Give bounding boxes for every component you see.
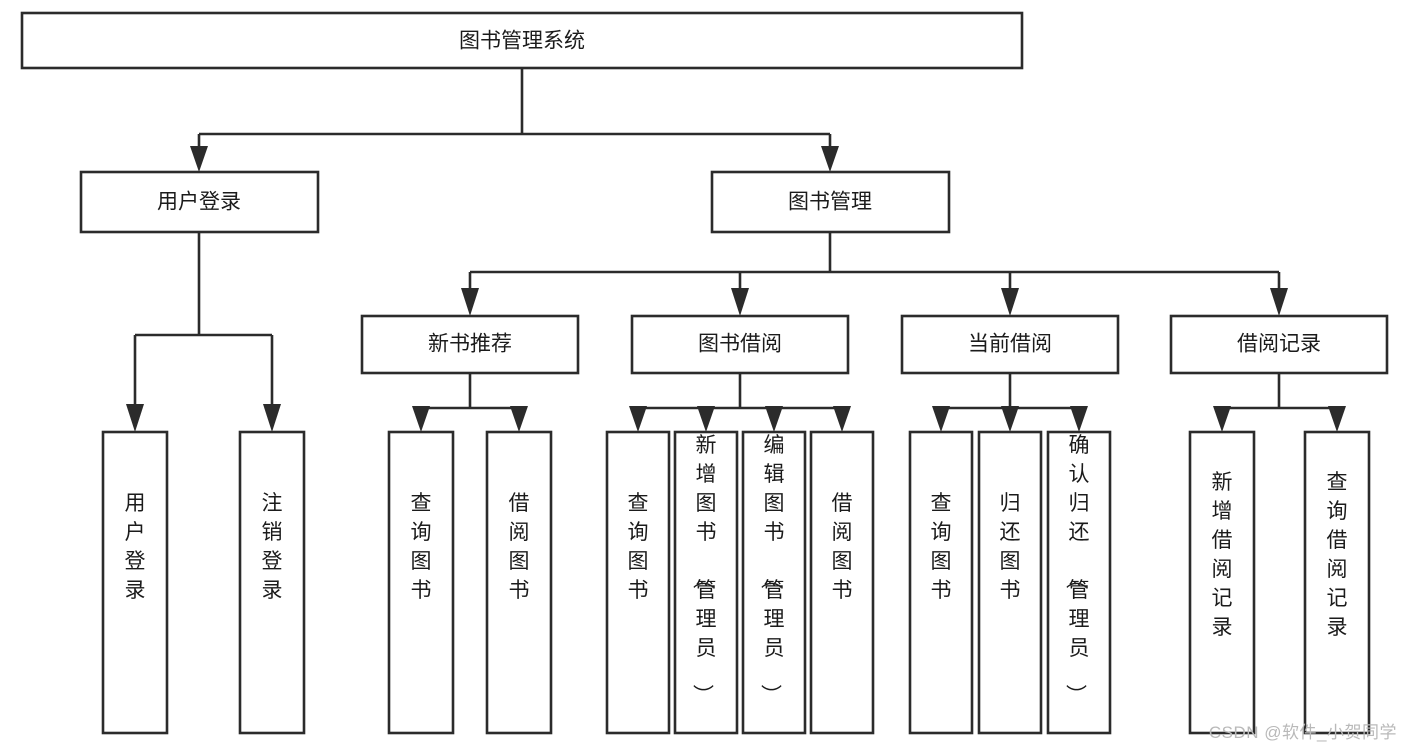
- leaf-user-login-box[interactable]: [101, 430, 169, 735]
- arrow-borrow-leaf-1: [697, 406, 715, 432]
- leaf-query-book-newbook-box[interactable]: [387, 430, 455, 735]
- leaf-borrow-book-borrow[interactable]: 借阅图书: [809, 430, 875, 735]
- leaf-add-book-label: 新增图书（管理员）: [691, 434, 717, 705]
- arrow-borrow-leaf-3: [833, 406, 851, 432]
- node-user-login-label: 用户登录: [157, 191, 241, 214]
- leaf-query-book-borrow[interactable]: 查询图书: [605, 430, 671, 735]
- arrow-root-to-bookmgmt: [821, 146, 839, 172]
- node-book-management-box[interactable]: [710, 170, 951, 234]
- node-root[interactable]: 图书管理系统: [20, 11, 1024, 70]
- node-current-borrow-label: 当前借阅: [968, 333, 1052, 356]
- leaf-query-book-borrow-box[interactable]: [605, 430, 671, 735]
- leaf-return-book[interactable]: 归还图书: [977, 430, 1043, 735]
- leaf-borrow-book-newbook-box[interactable]: [485, 430, 553, 735]
- arrow-record-leaf-1: [1328, 406, 1346, 432]
- arrow-userlogin-leaf-1: [263, 404, 281, 432]
- arrow-current-leaf-0: [932, 406, 950, 432]
- leaf-borrow-book-borrow-box[interactable]: [809, 430, 875, 735]
- connector-layer: [126, 68, 1346, 432]
- leaf-query-borrow-record[interactable]: 查询借阅记录: [1303, 430, 1371, 735]
- leaf-borrow-book-newbook[interactable]: 借阅图书: [485, 430, 553, 735]
- arrow-root-to-userlogin: [190, 146, 208, 172]
- node-root-label: 图书管理系统: [459, 30, 585, 53]
- leaf-user-login-label: 用户登录: [125, 492, 146, 602]
- leaf-edit-book-label: 编辑图书（管理员）: [759, 434, 785, 705]
- leaf-add-borrow-record-box[interactable]: [1188, 430, 1256, 735]
- node-current-borrow[interactable]: 当前借阅: [900, 314, 1120, 375]
- leaf-return-book-label: 归还图书: [1000, 492, 1021, 602]
- arrow-current-leaf-2: [1070, 406, 1088, 432]
- leaf-borrow-book-newbook-label: 借阅图书: [509, 492, 530, 602]
- leaf-query-book-newbook[interactable]: 查询图书: [387, 430, 455, 735]
- node-book-management[interactable]: 图书管理: [710, 170, 951, 234]
- leaf-logout[interactable]: 注销登录: [238, 430, 306, 735]
- arrow-bookmgmt-to-l2-3: [1270, 288, 1288, 316]
- node-current-borrow-box[interactable]: [900, 314, 1120, 375]
- leaf-borrow-book-borrow-label: 借阅图书: [832, 492, 853, 602]
- node-borrow-record[interactable]: 借阅记录: [1169, 314, 1389, 375]
- arrow-bookmgmt-to-l2-0: [461, 288, 479, 316]
- arrow-borrow-leaf-0: [629, 406, 647, 432]
- arrow-borrow-leaf-2: [765, 406, 783, 432]
- node-borrow-record-label: 借阅记录: [1237, 333, 1321, 356]
- node-borrow-record-box[interactable]: [1169, 314, 1389, 375]
- leaf-query-borrow-record-box[interactable]: [1303, 430, 1371, 735]
- leaf-return-book-box[interactable]: [977, 430, 1043, 735]
- node-book-borrow-label: 图书借阅: [698, 333, 782, 356]
- csdn-watermark: CSDN @软件_小贺同学: [1208, 723, 1397, 742]
- node-new-book-recommend-label: 新书推荐: [428, 333, 512, 356]
- arrow-bookmgmt-to-l2-2: [1001, 288, 1019, 316]
- node-root-box[interactable]: [20, 11, 1024, 70]
- arrow-newbook-leaf-1: [510, 406, 528, 432]
- node-user-login-box[interactable]: [79, 170, 320, 234]
- leaf-logout-label: 注销登录: [262, 492, 283, 602]
- leaf-add-book-box[interactable]: [673, 430, 739, 735]
- leaf-confirm-return-label: 确认归还（管理员）: [1064, 434, 1090, 705]
- node-user-login[interactable]: 用户登录: [79, 170, 320, 234]
- leaf-add-borrow-record-label: 新增借阅记录: [1212, 471, 1233, 639]
- leaf-add-book[interactable]: 新增图书（管理员）: [673, 430, 739, 735]
- leaf-query-borrow-record-label: 查询借阅记录: [1327, 471, 1348, 639]
- leaf-confirm-return-box[interactable]: [1046, 430, 1112, 735]
- leaf-user-login[interactable]: 用户登录: [101, 430, 169, 735]
- leaf-logout-box[interactable]: [238, 430, 306, 735]
- leaf-edit-book[interactable]: 编辑图书（管理员）: [741, 430, 807, 735]
- arrow-bookmgmt-to-l2-1: [731, 288, 749, 316]
- node-book-management-label: 图书管理: [788, 191, 872, 214]
- leaf-query-book-current[interactable]: 查询图书: [908, 430, 974, 735]
- leaf-confirm-return[interactable]: 确认归还（管理员）: [1046, 430, 1112, 735]
- node-book-borrow-box[interactable]: [630, 314, 850, 375]
- arrow-userlogin-leaf-0: [126, 404, 144, 432]
- leaf-query-book-borrow-label: 查询图书: [628, 492, 649, 602]
- leaf-edit-book-box[interactable]: [741, 430, 807, 735]
- leaf-query-book-newbook-label: 查询图书: [411, 492, 432, 602]
- arrow-current-leaf-1: [1001, 406, 1019, 432]
- arrow-record-leaf-0: [1213, 406, 1231, 432]
- leaf-add-borrow-record[interactable]: 新增借阅记录: [1188, 430, 1256, 735]
- leaf-query-book-current-label: 查询图书: [931, 492, 952, 602]
- node-book-borrow[interactable]: 图书借阅: [630, 314, 850, 375]
- node-new-book-recommend[interactable]: 新书推荐: [360, 314, 580, 375]
- arrow-newbook-leaf-0: [412, 406, 430, 432]
- node-new-book-recommend-box[interactable]: [360, 314, 580, 375]
- leaf-query-book-current-box[interactable]: [908, 430, 974, 735]
